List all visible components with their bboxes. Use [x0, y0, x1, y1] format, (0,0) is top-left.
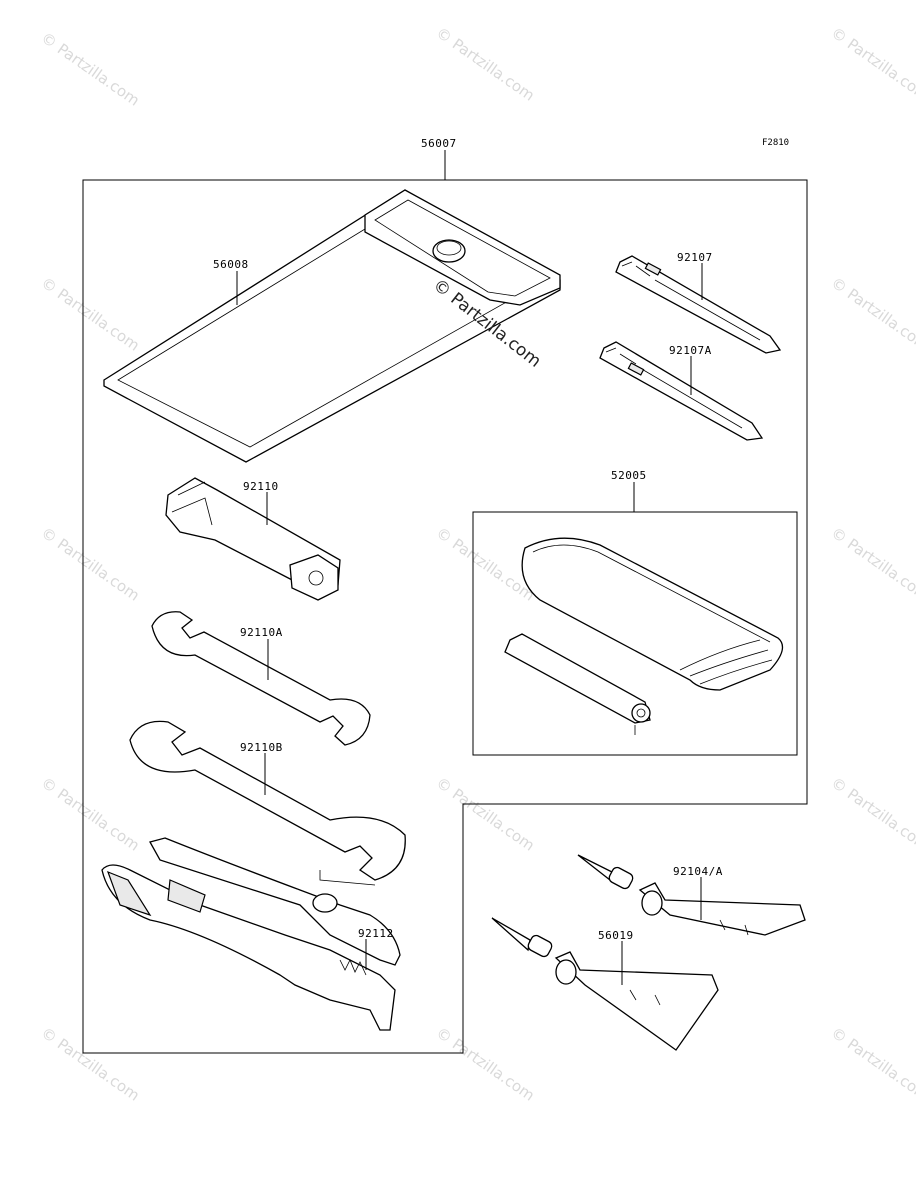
watermark-grid: © Partzilla.com © Partzilla.com © Partzi…	[38, 24, 916, 1105]
watermark-text: © Partzilla.com	[38, 774, 143, 855]
part-label-56007[interactable]: 56007	[421, 137, 457, 150]
part-label-92104A[interactable]: 92104/A	[673, 865, 723, 878]
watermark-text: © Partzilla.com	[828, 24, 916, 105]
tool-bag-drawing	[103, 189, 561, 463]
tool-kit-outline	[82, 179, 808, 1054]
watermark-text: © Partzilla.com	[433, 1024, 538, 1105]
watermark-text: © Partzilla.com	[433, 774, 538, 855]
watermark-text: © Partzilla.com	[38, 29, 143, 110]
part-label-92110[interactable]: 92110	[243, 480, 279, 493]
part-label-92107[interactable]: 92107	[677, 251, 713, 264]
part-label-56019[interactable]: 56019	[598, 929, 634, 942]
tire-repair-kit-drawing	[504, 537, 784, 735]
screwdriver-drawing	[615, 255, 782, 354]
part-label-92110A[interactable]: 92110A	[240, 626, 283, 639]
tube-drawing	[491, 917, 719, 1051]
part-label-52005[interactable]: 52005	[611, 469, 647, 482]
tube-drawing	[577, 854, 806, 936]
part-label-92110B[interactable]: 92110B	[240, 741, 283, 754]
pliers-drawing	[101, 837, 401, 1031]
watermark-text: © Partzilla.com	[828, 1024, 916, 1105]
watermark-text: © Partzilla.com	[828, 774, 916, 855]
watermark-text: © Partzilla.com	[38, 274, 143, 355]
watermark-text: © Partzilla.com	[38, 524, 143, 605]
wrench-small-drawing	[151, 611, 371, 746]
watermark-text: © Partzilla.com	[38, 1024, 143, 1105]
figure-code: F2810	[762, 138, 789, 148]
plug-wrench-drawing	[165, 477, 341, 601]
part-label-56008[interactable]: 56008	[213, 258, 249, 271]
watermark-text: © Partzilla.com	[433, 24, 538, 105]
part-label-92112[interactable]: 92112	[358, 927, 394, 940]
watermark-text: © Partzilla.com	[828, 274, 916, 355]
tire-repair-kit-outline	[472, 511, 798, 756]
part-label-92107A[interactable]: 92107A	[669, 344, 712, 357]
screwdriver-drawing	[599, 341, 764, 441]
watermark-text: © Partzilla.com	[828, 524, 916, 605]
wrench-large-drawing	[129, 720, 406, 886]
